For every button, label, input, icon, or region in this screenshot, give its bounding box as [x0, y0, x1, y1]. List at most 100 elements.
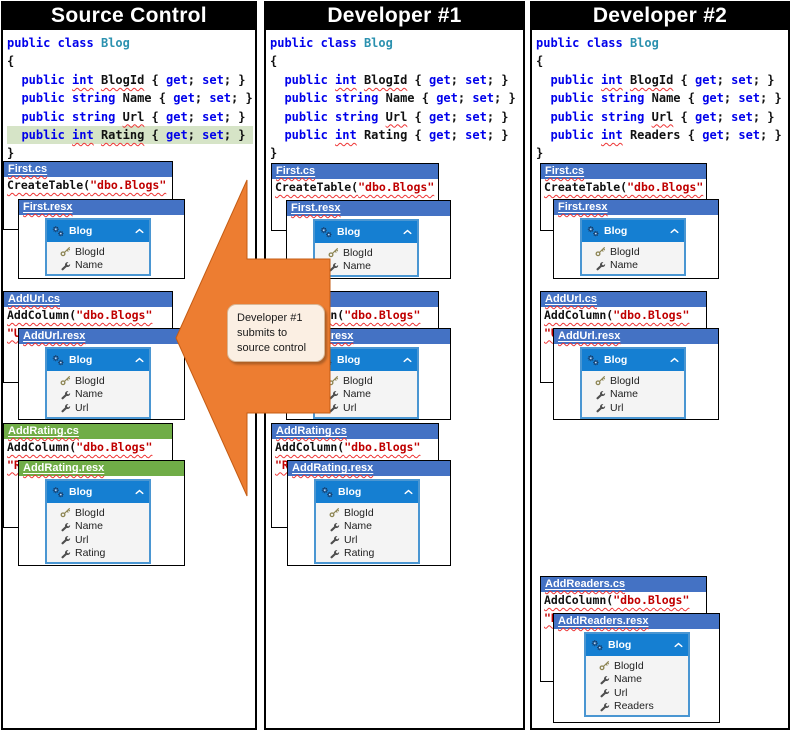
wrench-icon	[595, 389, 606, 400]
code-line: public string Url { get; set; }	[7, 108, 253, 126]
code-token	[536, 73, 550, 87]
entity-type-icon	[320, 226, 332, 238]
entity-type-icon	[52, 354, 64, 366]
code-token: public	[21, 91, 73, 106]
file-name: AddUrl.resx	[23, 330, 86, 342]
file-name: AddRating.cs	[276, 425, 347, 437]
key-icon	[329, 507, 340, 518]
code-token	[270, 128, 284, 142]
file-name: AddUrl.cs	[545, 293, 597, 305]
entity-field-name: Rating	[75, 547, 106, 560]
code-token	[536, 91, 550, 105]
code-block: public class Blog { public int BlogId { …	[536, 34, 786, 163]
code-token: get	[695, 72, 717, 87]
code-token: ; }	[486, 128, 509, 143]
code-token: }	[7, 146, 15, 161]
code-token: {	[270, 54, 278, 69]
file-title-bar: First.cs	[272, 164, 438, 179]
code-token: ;	[187, 72, 203, 87]
file-name: AddRating.resx	[23, 462, 105, 474]
entity-field-name: BlogId	[343, 246, 373, 259]
code-token	[7, 91, 21, 105]
file-title-bar: First.resx	[287, 201, 450, 216]
file-name: AddUrl.cs	[8, 293, 60, 305]
code-token: get	[436, 91, 458, 106]
code-line: AddColumn("dbo.Blogs"	[541, 592, 706, 610]
code-line: public int Rating { get; set; }	[270, 126, 521, 144]
callout-line: submits to	[237, 326, 288, 339]
arrow-callout: Developer #1 submits to source control	[227, 304, 325, 362]
code-token: Url	[651, 109, 674, 124]
entity-field-row: BlogId	[595, 245, 684, 259]
code-token: Blog	[100, 36, 130, 50]
entity-field-name: Name	[344, 520, 373, 533]
code-token	[623, 73, 630, 87]
file-title-bar: First.cs	[541, 164, 706, 179]
code-token: ; }	[760, 91, 782, 106]
entity-header: Blog	[582, 349, 684, 371]
wrench-icon	[60, 260, 71, 271]
code-token: AddColumn(	[544, 593, 614, 607]
code-token: "dbo.Blogs"	[344, 440, 421, 454]
code-token	[270, 73, 284, 87]
entity-header: Blog	[582, 220, 684, 242]
entity-header: Blog	[47, 481, 149, 503]
key-icon	[328, 375, 339, 386]
entity-name: Blog	[69, 225, 93, 237]
entity-field-row: BlogId	[60, 245, 149, 259]
callout-line: Developer #1	[237, 311, 303, 324]
code-token: set	[202, 128, 224, 143]
code-token: {	[407, 72, 429, 87]
code-line: public int Rating { get; set; }	[7, 126, 253, 145]
chevron-up-icon	[135, 489, 144, 495]
code-token: ; }	[223, 109, 246, 124]
entity-field-row: Url	[60, 533, 149, 547]
code-token: public	[550, 128, 602, 143]
code-token	[623, 128, 630, 142]
entity-header: Blog	[316, 481, 418, 503]
entity-type-icon	[591, 639, 603, 651]
code-token: "dbo.Blogs"	[76, 440, 153, 454]
code-token: set	[731, 72, 753, 87]
code-line: {	[7, 52, 253, 70]
code-token: {	[7, 54, 15, 69]
code-line: public int BlogId { get; set; }	[270, 71, 521, 89]
code-token: Url	[122, 109, 145, 124]
file-name: First.resx	[558, 201, 608, 213]
code-token	[270, 91, 284, 105]
code-token: string	[335, 109, 379, 124]
file-title-bar: AddRating.cs	[272, 424, 438, 439]
entity-name: Blog	[69, 354, 93, 366]
code-line: AddColumn("dbo.Blogs"	[4, 439, 172, 457]
entity-name: Blog	[604, 354, 628, 366]
key-icon	[599, 660, 610, 671]
entity-field-name: BlogId	[610, 245, 640, 258]
code-token	[536, 128, 550, 142]
entity-field-name: Url	[610, 401, 624, 414]
code-token: ; }	[486, 72, 509, 87]
entity-field-row: Name	[328, 388, 417, 402]
code-token: {	[673, 109, 695, 124]
entity-name: Blog	[337, 354, 361, 366]
entity-field-row: Name	[328, 260, 417, 274]
entity-field-row: Readers	[599, 700, 688, 714]
code-token: CreateTable(	[544, 180, 628, 194]
entity-field-row: Name	[599, 673, 688, 687]
code-token: set	[472, 91, 495, 106]
code-token	[357, 73, 364, 87]
code-token: ;	[457, 91, 473, 106]
entity-field-name: Name	[610, 388, 639, 401]
file-name: AddRating.resx	[292, 462, 374, 474]
code-token: {	[144, 128, 166, 143]
entity-field-row: BlogId	[595, 374, 684, 388]
code-token: string	[601, 91, 645, 106]
